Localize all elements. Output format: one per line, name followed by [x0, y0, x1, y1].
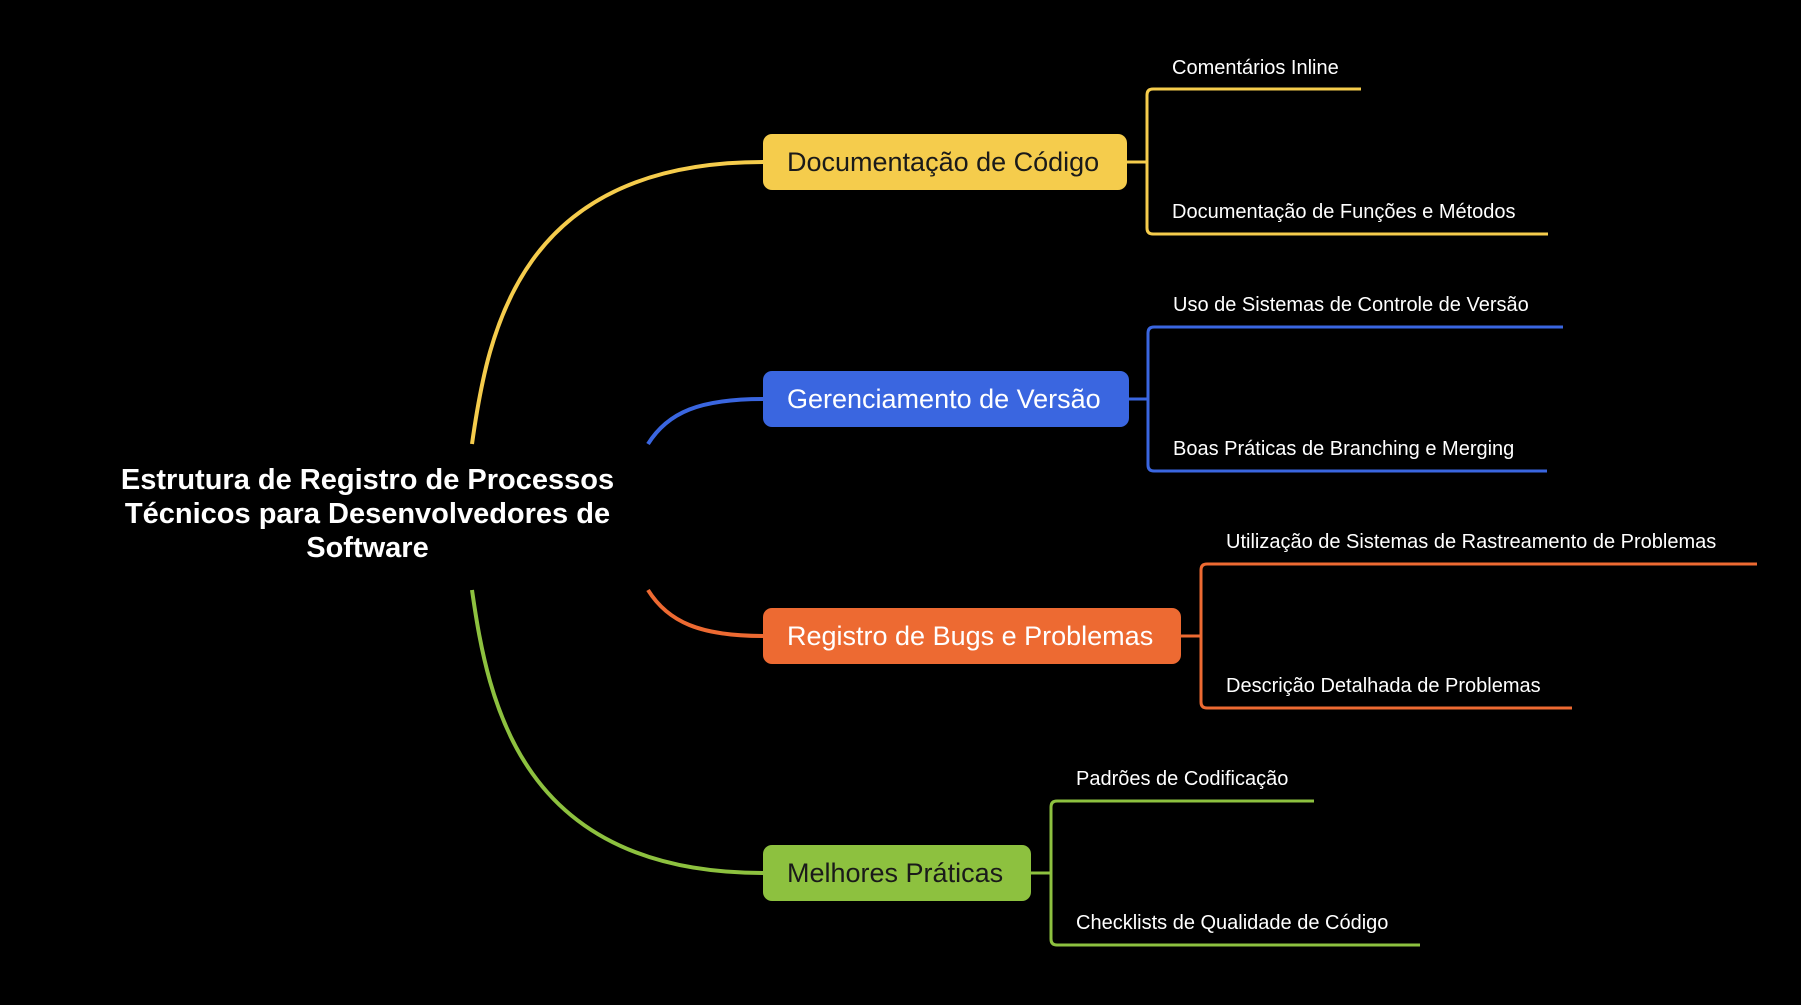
leaf-uso-sistemas-controle-versao[interactable]: Uso de Sistemas de Controle de Versão: [1173, 294, 1529, 316]
connector-branch-3-children: [1031, 799, 1420, 947]
connector-root-branch-1: [646, 397, 764, 446]
leaf-comentarios-inline[interactable]: Comentários Inline: [1172, 57, 1339, 79]
connector-root-branch-0: [470, 160, 764, 445]
connector-branch-2-children: [1181, 562, 1757, 710]
branch-documentacao-de-codigo[interactable]: Documentação de Código: [763, 134, 1127, 190]
leaf-utilizacao-rastreamento[interactable]: Utilização de Sistemas de Rastreamento d…: [1226, 531, 1717, 553]
branch-melhores-praticas[interactable]: Melhores Práticas: [763, 845, 1031, 901]
leaf-boas-praticas-branching[interactable]: Boas Práticas de Branching e Merging: [1173, 438, 1515, 460]
leaf-checklists-qualidade[interactable]: Checklists de Qualidade de Código: [1076, 912, 1389, 934]
leaf-descricao-detalhada[interactable]: Descrição Detalhada de Problemas: [1226, 675, 1541, 697]
connector-branch-0-children: [1127, 87, 1548, 236]
branch-registro-de-bugs[interactable]: Registro de Bugs e Problemas: [763, 608, 1181, 664]
connector-root-branch-2: [646, 588, 764, 638]
connector-root-branch-3: [470, 589, 764, 875]
branch-gerenciamento-de-versao[interactable]: Gerenciamento de Versão: [763, 371, 1129, 427]
root-topic[interactable]: Estrutura de Registro de Processos Técni…: [120, 464, 615, 564]
leaf-padroes-codificacao[interactable]: Padrões de Codificação: [1076, 768, 1289, 790]
leaf-documentacao-funcoes-metodos[interactable]: Documentação de Funções e Métodos: [1172, 201, 1516, 223]
connector-branch-1-children: [1129, 325, 1563, 473]
